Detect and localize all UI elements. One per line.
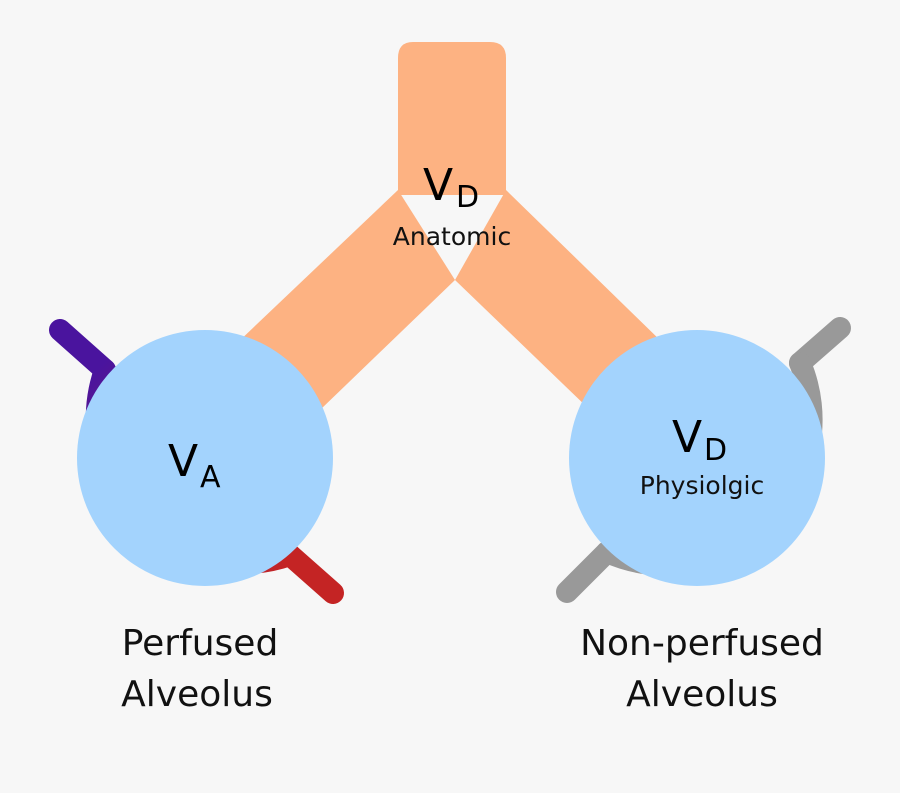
perfused-caption-line2: Alveolus (121, 674, 273, 715)
physiologic-symbol: V (672, 412, 702, 463)
nonperfused-caption-line1: Non-perfused (580, 623, 824, 664)
airway (235, 42, 665, 410)
bronchus-left (235, 190, 455, 410)
perfused-alveolus (77, 330, 333, 586)
gray-capillary-bottom (556, 541, 618, 603)
nonperfused-caption-line2: Alveolus (626, 674, 778, 715)
perfused-subscript: A (200, 460, 221, 495)
physiologic-subscript: D (704, 433, 727, 468)
anatomic-symbol: V (423, 160, 453, 211)
perfused-caption-line1: Perfused (122, 623, 279, 664)
physiologic-label: Physiolgic (640, 471, 765, 500)
nonperfused-alveolus (569, 330, 825, 586)
perfused-symbol: V (168, 436, 198, 487)
capillary-outlet (279, 544, 344, 604)
anatomic-label: Anatomic (393, 222, 511, 251)
bronchus-right (455, 190, 665, 410)
trachea (398, 42, 506, 195)
anatomic-subscript: D (456, 180, 479, 215)
